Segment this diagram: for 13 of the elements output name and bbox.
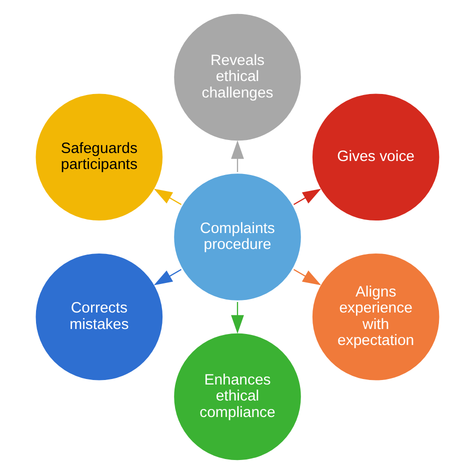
arrow <box>292 268 321 286</box>
arrow <box>230 140 244 172</box>
node-circle: Aligns experience with expectation <box>310 251 442 383</box>
arrow <box>292 188 321 206</box>
arrow <box>153 268 182 286</box>
node-circle: Enhances ethical compliance <box>171 331 303 462</box>
node-circle: Corrects mistakes <box>32 251 164 383</box>
node-circle: Safeguards participants <box>32 91 164 223</box>
arrow <box>153 188 182 206</box>
node-circle: Reveals ethical challenges <box>171 12 303 143</box>
node-circle: Gives voice <box>310 91 442 223</box>
arrow <box>230 302 244 334</box>
node-circle: Complaints procedure <box>171 171 303 303</box>
